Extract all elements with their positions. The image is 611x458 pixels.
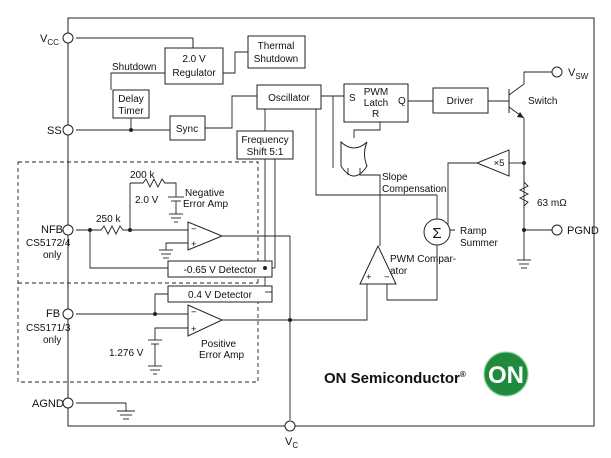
res-250k-label: 250 k (96, 214, 121, 225)
brand-name: ON Semiconductor® (324, 370, 466, 387)
pin-agnd (62, 397, 74, 409)
on-logo-text: ON (488, 362, 524, 389)
thermal-shutdown-block (247, 35, 306, 69)
neg-amp-plus: + (191, 239, 197, 250)
ref-2v-label: 2.0 V (135, 195, 159, 206)
driver-label: Driver (447, 96, 474, 107)
nfb-note-2: only (43, 250, 61, 261)
slope-comp-label-2: Compensation (382, 184, 446, 195)
pos-amp-label-2: Error Amp (199, 350, 244, 361)
freq-shift-label-2: Shift 5:1 (247, 147, 284, 158)
ramp-summer-label-1: Ramp (460, 226, 487, 237)
fb-note-1: CS5171/3 (26, 323, 71, 334)
driver-block (432, 87, 489, 114)
vsw-pin-label: VSW (568, 67, 589, 81)
pin-vsw (551, 66, 563, 78)
sigma-symbol: Σ (432, 225, 441, 242)
latch-q-label: Q (398, 96, 406, 107)
thermal-label-2: Shutdown (254, 54, 298, 65)
pwm-comparator (359, 244, 397, 285)
fb-pin-label: FB (46, 308, 60, 320)
pos-amp-label-1: Positive (201, 339, 236, 350)
detector-065-block (167, 260, 273, 278)
nfb-pin-label: NFB (41, 224, 63, 236)
neg-amp-minus: − (191, 224, 197, 235)
freq-shift-label-1: Frequency (241, 135, 288, 146)
pwm-comp-minus: − (384, 272, 390, 283)
pin-ss (62, 124, 74, 136)
latch-label-2: Latch (364, 98, 388, 109)
neg-amp-label-1: Negative (185, 188, 225, 199)
pin-pgnd (551, 224, 563, 236)
vcc-pin-label: VCC (40, 33, 59, 47)
pwm-comp-label-2: ator (390, 266, 408, 277)
res-200k-label: 200 k (130, 170, 155, 181)
ss-pin-label: SS (47, 125, 62, 137)
negative-error-amp (187, 221, 224, 251)
oscillator-block (256, 84, 322, 110)
pin-fb (62, 308, 74, 320)
regulator-label-2: Regulator (172, 68, 216, 79)
pin-nfb (62, 224, 74, 236)
latch-r-label: R (372, 109, 379, 120)
x5-label: ×5 (494, 158, 505, 169)
pgnd-pin-label: PGND (567, 225, 599, 237)
nfb-note-1: CS5172/4 (26, 238, 71, 249)
sync-label: Sync (176, 124, 198, 135)
neg-amp-label-2: Error Amp (183, 199, 228, 210)
shutdown-label: Shutdown (112, 62, 156, 73)
latch-s-label: S (349, 93, 356, 104)
pin-vc (284, 420, 296, 432)
pos-amp-minus: − (191, 307, 197, 318)
det-04-label: 0.4 V Detector (188, 290, 253, 301)
det-065-label: -0.65 V Detector (184, 265, 257, 276)
oscillator-label: Oscillator (268, 93, 310, 104)
fb-note-2: only (43, 335, 61, 346)
on-logo (484, 352, 528, 396)
resistor-63-label: 63 mΩ (537, 198, 567, 209)
regulator-block (164, 47, 224, 85)
pwm-latch-block (343, 83, 409, 123)
agnd-pin-label: AGND (32, 398, 64, 410)
latch-label-1: PWM (364, 87, 388, 98)
chip-outline (67, 17, 595, 427)
thermal-label-1: Thermal (258, 41, 295, 52)
positive-error-amp (187, 304, 224, 337)
slope-comp-label-1: Slope (382, 172, 408, 183)
delay-label-2: Timer (118, 106, 144, 117)
pwm-comp-plus: + (366, 272, 372, 283)
delay-label-1: Delay (118, 94, 144, 105)
pos-amp-plus: + (191, 324, 197, 335)
pwm-comp-label-1: PWM Compar- (390, 254, 456, 265)
or-gate (340, 140, 368, 177)
pin-vcc (62, 32, 74, 44)
ref-1276-label: 1.276 V (109, 348, 144, 359)
vc-pin-label: VC (285, 436, 298, 450)
switch-label: Switch (528, 96, 557, 107)
ramp-summer-label-2: Summer (460, 238, 498, 249)
regulator-label-1: 2.0 V (182, 54, 206, 65)
